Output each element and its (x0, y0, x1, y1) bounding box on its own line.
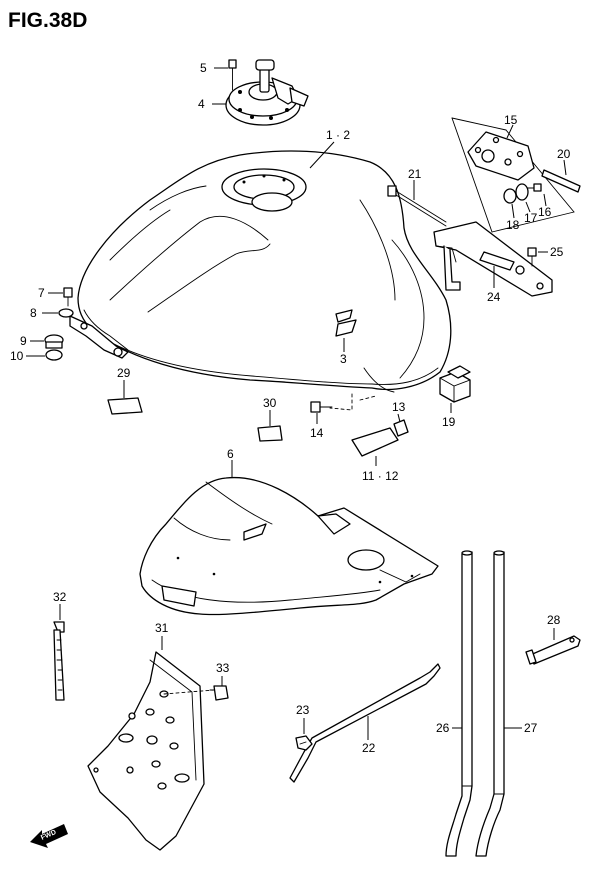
figure-title: FIG.38D (8, 9, 87, 32)
callout-1-2: 1 · 2 (326, 128, 350, 142)
fuel-tank (77, 150, 452, 393)
cushion-pad-30 (257, 425, 283, 442)
callout-14: 14 (310, 426, 324, 440)
fuel-cap-assembly (225, 59, 309, 126)
support-rod-22 (289, 663, 441, 783)
pad-11-12 (351, 427, 399, 457)
callout-13: 13 (392, 400, 406, 414)
rear-bracket-assembly (433, 117, 581, 297)
callout-33: 33 (216, 661, 230, 675)
callout-21: 21 (408, 167, 422, 181)
callout-24: 24 (487, 290, 501, 304)
callout-9: 9 (20, 334, 27, 348)
callout-26: 26 (436, 721, 450, 735)
callout-4: 4 (198, 97, 205, 111)
callout-8: 8 (30, 306, 37, 320)
bracket-28 (525, 635, 581, 665)
callout-17: 17 (524, 211, 538, 225)
callout-18: 18 (506, 218, 520, 232)
hose-27 (475, 550, 505, 857)
clip-23 (295, 735, 313, 751)
callout-30: 30 (263, 396, 277, 410)
bolt-14 (310, 401, 333, 413)
forward-arrow-icon: FWD (30, 824, 68, 848)
cushion-pad-29 (107, 397, 143, 415)
bolt-21 (387, 185, 447, 227)
damper-19 (439, 365, 471, 403)
callout-27: 27 (524, 721, 538, 735)
callout-5: 5 (200, 61, 207, 75)
callout-23: 23 (296, 703, 310, 717)
callout-22: 22 (362, 741, 376, 755)
callout-25: 25 (550, 245, 564, 259)
callout-11-12: 11 · 12 (362, 469, 399, 483)
callout-15: 15 (504, 113, 518, 127)
clip-13 (393, 419, 409, 437)
callout-7: 7 (38, 286, 45, 300)
hose-26 (445, 550, 473, 857)
callout-20: 20 (557, 147, 571, 161)
tank-tray (139, 476, 439, 616)
callout-31: 31 (155, 621, 169, 635)
callout-19: 19 (442, 415, 456, 429)
callout-16: 16 (538, 205, 552, 219)
callout-28: 28 (547, 613, 561, 627)
cable-tie-32 (53, 621, 65, 701)
mount-hardware-left (44, 287, 74, 361)
callout-10: 10 (10, 349, 24, 363)
callout-32: 32 (53, 590, 67, 604)
callout-3: 3 (340, 352, 347, 366)
callout-29: 29 (117, 366, 131, 380)
callout-6: 6 (227, 447, 234, 461)
heat-shield-31 (87, 651, 205, 851)
